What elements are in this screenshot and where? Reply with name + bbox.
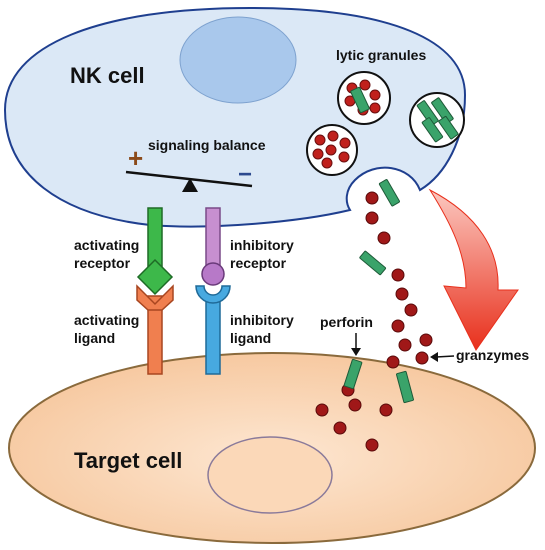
minus-sign: − [238, 161, 252, 188]
release-arrow [428, 188, 519, 351]
inhibitory-receptor-head [201, 262, 225, 286]
released-granzymes [315, 191, 433, 452]
inhibitory-receptor-stem [205, 207, 221, 269]
activating-ligand-label: activating ligand [74, 312, 143, 346]
perforin-rod [396, 370, 414, 404]
perforin-rod [343, 358, 363, 390]
target-cell-label: Target cell [74, 448, 182, 473]
granzymes-pointer-head [430, 352, 438, 362]
perforin-rod [359, 250, 387, 276]
released-perforin [343, 179, 414, 404]
activating-receptor-label: activating receptor [74, 237, 143, 271]
granzyme-dot [348, 398, 362, 412]
granzyme-dot [377, 231, 391, 245]
granzyme-dot [419, 333, 433, 347]
activating-ligand-cup [136, 284, 174, 311]
nk-cell-nucleus [179, 16, 297, 104]
perforin-pointer-head [351, 348, 361, 356]
balance-fulcrum [182, 178, 198, 192]
granzyme-dot [395, 287, 409, 301]
granzymes-label: granzymes [456, 347, 529, 363]
lytic-granule-3 [306, 124, 358, 176]
granzyme-dot [391, 319, 405, 333]
signaling-balance-label: signaling balance [148, 137, 266, 153]
plus-sign: + [128, 143, 143, 173]
target-cell-nucleus [207, 436, 333, 514]
granzyme-dot [365, 191, 379, 205]
granzymes-pointer [435, 355, 455, 358]
granzyme-dot [333, 421, 347, 435]
granzyme-dot [315, 403, 329, 417]
inhibitory-receptor-label: inhibitory receptor [230, 237, 298, 271]
nk-cell-label: NK cell [70, 63, 145, 88]
granzyme-dot [386, 355, 400, 369]
activating-receptor-head [136, 258, 174, 296]
inhibitory-ligand-stem [205, 295, 221, 375]
perforin-label: perforin [320, 314, 373, 330]
granzyme-dot [415, 351, 429, 365]
lytic-granule-1 [337, 71, 391, 125]
granzyme-dot [404, 303, 418, 317]
inhibitory-ligand-cup [195, 285, 231, 304]
granzyme-dot [398, 338, 412, 352]
lytic-granules-label: lytic granules [336, 47, 426, 63]
lytic-granule-2 [409, 92, 465, 148]
granzyme-dot [391, 268, 405, 282]
activating-ligand-stem [147, 295, 163, 375]
granzyme-dot [365, 211, 379, 225]
perforin-rod [378, 179, 400, 207]
granzyme-dot [379, 403, 393, 417]
balance-beam [125, 170, 253, 188]
granzyme-dot [365, 438, 379, 452]
inhibitory-ligand-label: inhibitory ligand [230, 312, 298, 346]
